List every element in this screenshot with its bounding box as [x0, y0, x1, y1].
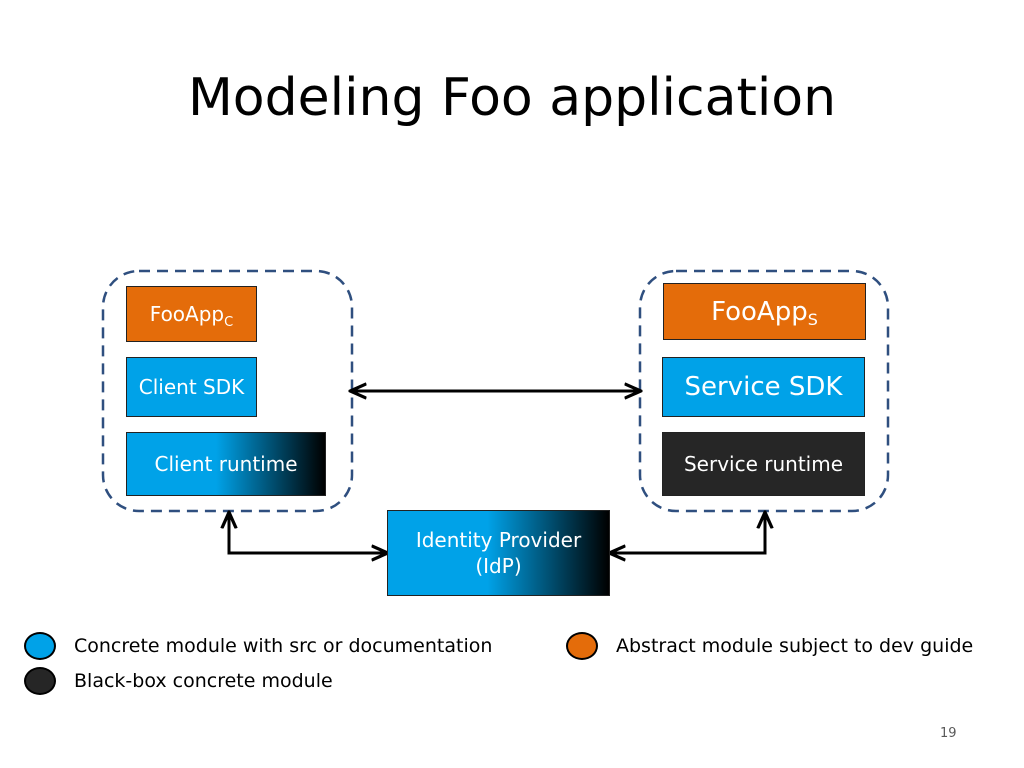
client-sdk-box: Client SDK: [126, 357, 257, 417]
idp-label-line1: Identity Provider: [415, 528, 582, 552]
legend-blackbox: Black-box concrete module: [24, 667, 333, 695]
client-fooapp-box: FooAppC: [126, 286, 257, 342]
service-runtime-box: Service runtime: [662, 432, 865, 496]
idp-box: Identity Provider (IdP): [387, 510, 610, 596]
legend-abstract: Abstract module subject to dev guide: [566, 632, 973, 660]
legend-blackbox-label: Black-box concrete module: [74, 670, 333, 692]
client-runtime-label: Client runtime: [154, 452, 298, 476]
client-idp-connector-arrow: [229, 514, 386, 553]
legend-abstract-label: Abstract module subject to dev guide: [616, 635, 974, 657]
service-fooapp-box: FooAppS: [663, 283, 866, 340]
idp-label-line2: (IdP): [475, 554, 522, 578]
service-sdk-box: Service SDK: [662, 357, 865, 417]
legend-abstract-swatch: [566, 632, 598, 660]
service-idp-connector-arrow: [611, 514, 765, 553]
legend-blackbox-swatch: [24, 667, 56, 695]
legend-concrete-label: Concrete module with src or documentatio…: [74, 635, 493, 657]
service-fooapp-label: FooAppS: [711, 296, 818, 329]
client-runtime-box: Client runtime: [126, 432, 326, 496]
slide-title: Modeling Foo application: [187, 68, 837, 128]
page-number: 19: [940, 726, 957, 741]
legend-concrete: Concrete module with src or documentatio…: [24, 632, 492, 660]
client-fooapp-label: FooAppC: [149, 302, 234, 330]
legend-concrete-swatch: [24, 632, 56, 660]
service-runtime-label: Service runtime: [683, 452, 844, 476]
service-sdk-label: Service SDK: [684, 372, 843, 402]
client-sdk-label: Client SDK: [138, 375, 245, 399]
